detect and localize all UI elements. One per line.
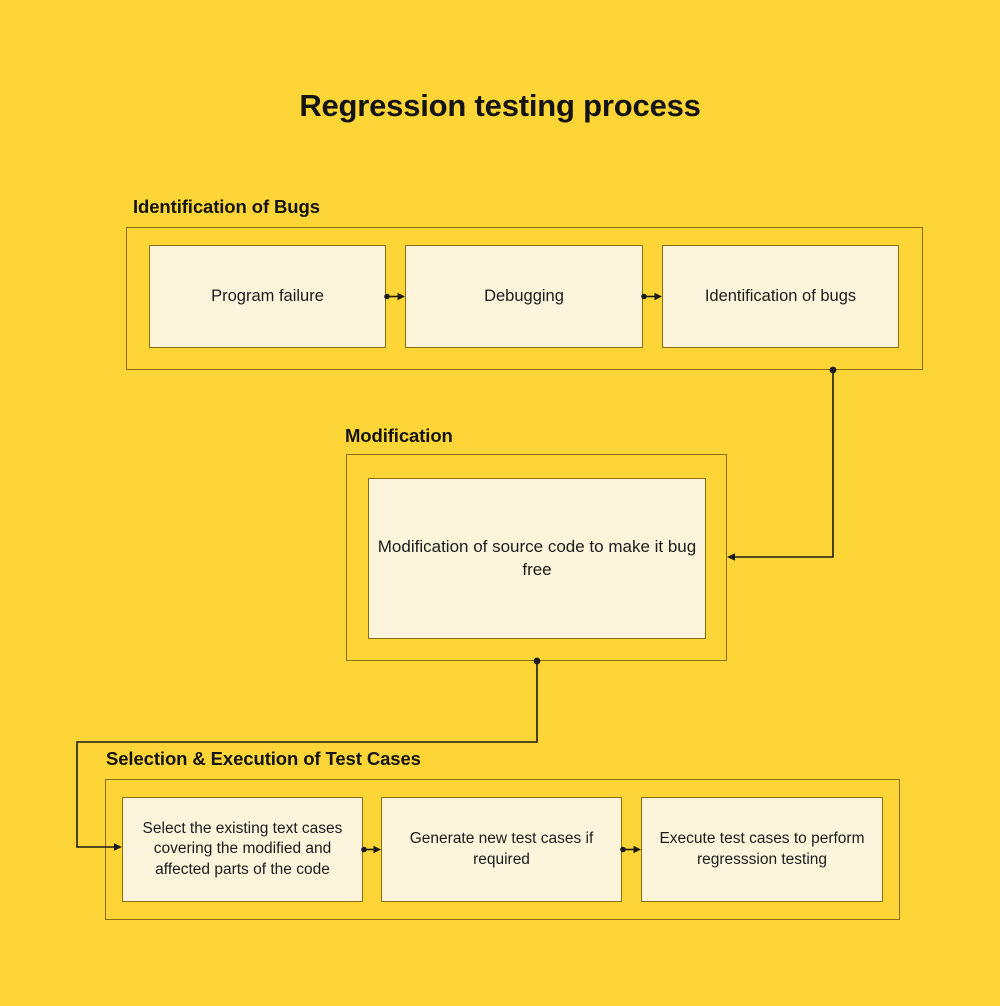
- page-title: Regression testing process: [299, 88, 701, 123]
- node-debugging[interactable]: Debugging: [405, 245, 643, 348]
- group-container-identification-of-bugs: [126, 227, 923, 370]
- connector-identification-group-to-modification-group: [727, 366, 837, 561]
- node-execute-test-cases[interactable]: Execute test cases to perform regresssio…: [641, 797, 883, 902]
- node-select-existing-test-cases[interactable]: Select the existing text cases covering …: [122, 797, 363, 902]
- node-program-failure[interactable]: Program failure: [149, 245, 386, 348]
- group-label-selection-execution-of-test-cases: Selection & Execution of Test Cases: [106, 748, 421, 769]
- group-label-modification: Modification: [345, 425, 453, 446]
- node-identification-of-bugs[interactable]: Identification of bugs: [662, 245, 899, 348]
- node-generate-new-test-cases[interactable]: Generate new test cases if required: [381, 797, 622, 902]
- node-modification-of-source-code[interactable]: Modification of source code to make it b…: [368, 478, 706, 639]
- group-label-identification-of-bugs: Identification of Bugs: [133, 196, 320, 217]
